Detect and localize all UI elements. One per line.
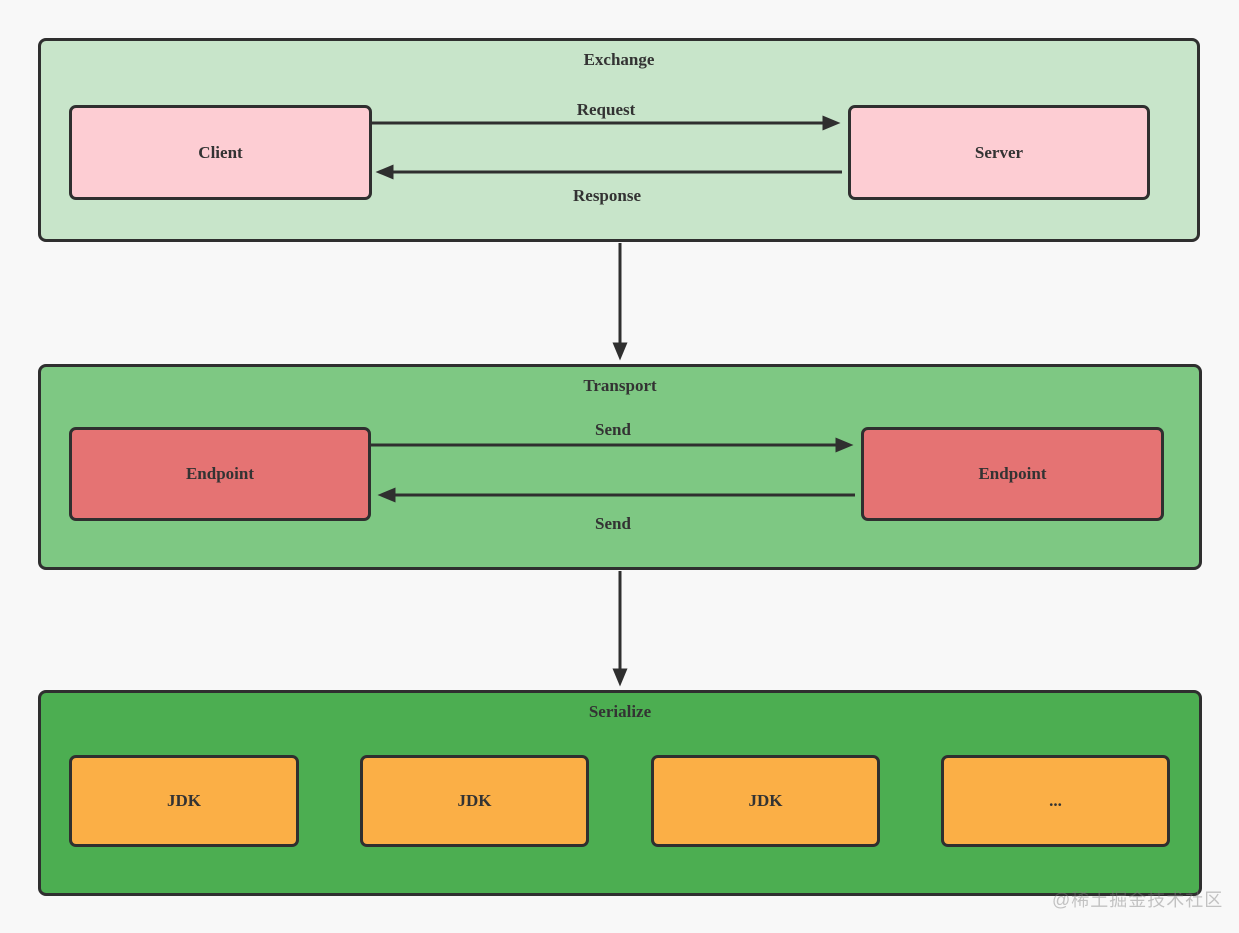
exchange-layer: Exchange Client Server xyxy=(38,38,1200,242)
exchange-layer-title: Exchange xyxy=(583,50,655,69)
server-node: Server xyxy=(848,105,1150,200)
juejin-watermark: @稀土掘金技术社区 xyxy=(1052,890,1224,910)
jdk-node-1: JDK xyxy=(69,755,299,847)
endpoint-right-node-label: Endpoint xyxy=(978,464,1047,483)
server-node-label: Server xyxy=(974,142,1024,162)
jdk-node-3: JDK xyxy=(651,755,880,847)
client-node: Client xyxy=(69,105,372,200)
transport-layer-title: Transport xyxy=(583,376,657,395)
ellipsis-node: ... xyxy=(941,755,1170,847)
ellipsis-node-label: ... xyxy=(1049,791,1062,810)
client-node-label: Client xyxy=(198,142,243,162)
endpoint-left-node-label: Endpoint xyxy=(185,464,255,483)
request-arrow-label: Request xyxy=(576,100,636,119)
serialize-layer-title: Serialize xyxy=(588,702,652,721)
jdk-node-2: JDK xyxy=(360,755,589,847)
transport-layer: Transport Endpoint Endpoint xyxy=(38,364,1202,570)
jdk-node-1-label: JDK xyxy=(167,791,201,810)
send-bottom-arrow-label: Send xyxy=(595,514,631,533)
jdk-node-3-label: JDK xyxy=(748,791,783,810)
response-arrow-label: Response xyxy=(572,186,642,205)
endpoint-left-node: Endpoint xyxy=(69,427,371,521)
send-top-arrow-label: Send xyxy=(595,420,631,439)
serialize-layer: Serialize JDK JDK JDK ... xyxy=(38,690,1202,896)
endpoint-right-node: Endpoint xyxy=(861,427,1164,521)
jdk-node-2-label: JDK xyxy=(457,791,492,810)
